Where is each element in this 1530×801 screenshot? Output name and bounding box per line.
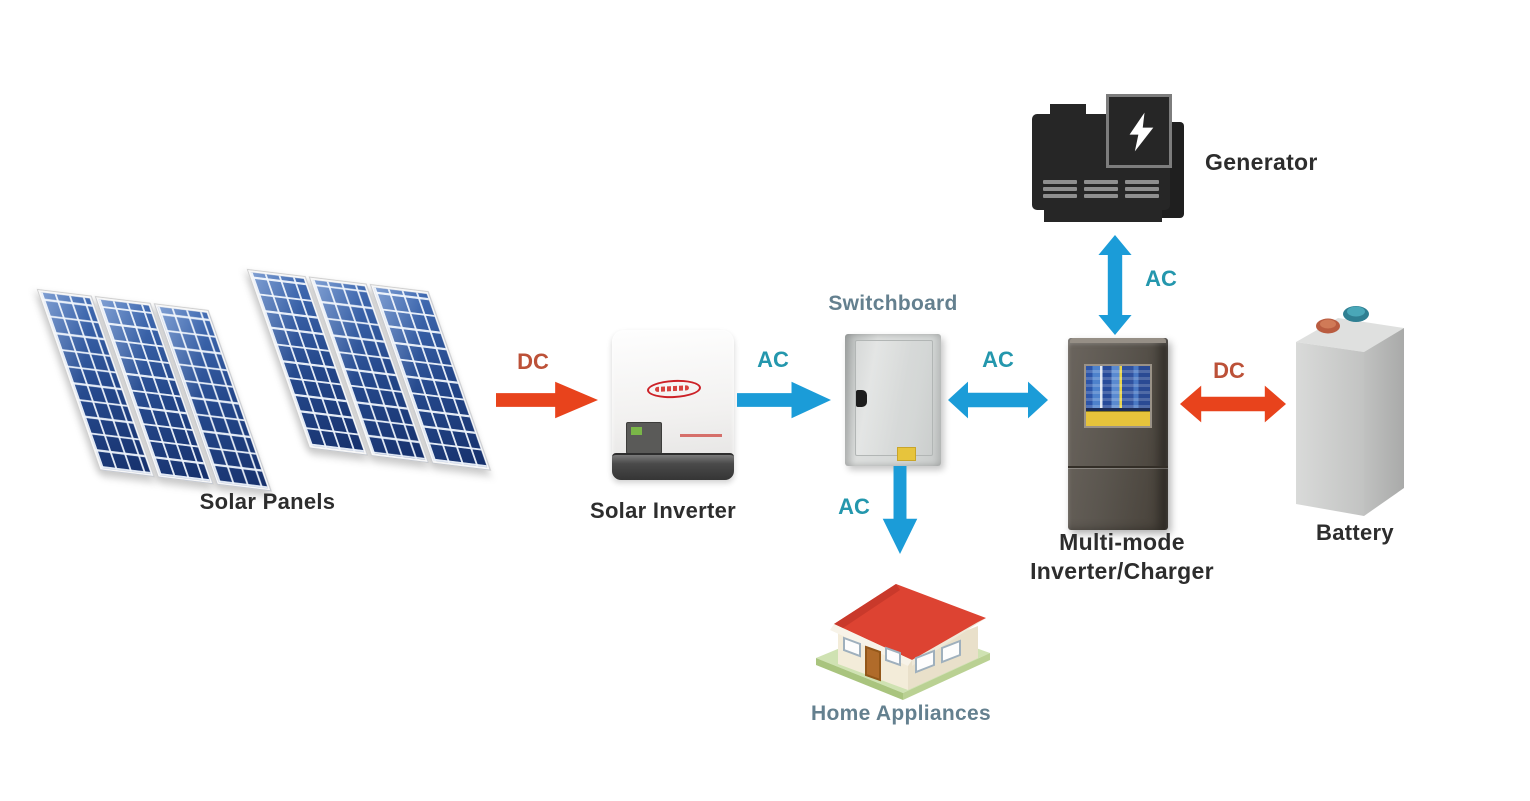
generator-icon xyxy=(1030,92,1196,228)
ac-arrow-inverter-to-switchboard xyxy=(737,381,831,419)
switchboard-warning-tag xyxy=(897,447,916,461)
inverter-display-led xyxy=(631,427,642,435)
solar-inverter-icon xyxy=(612,330,734,480)
generator-top-tab xyxy=(1050,104,1086,116)
multimode-screen-label-strip xyxy=(1086,411,1150,426)
ac-arrow-switchboard-multimode xyxy=(948,381,1048,419)
inverter-brand-mark xyxy=(654,385,690,392)
dc-flow-label: DC xyxy=(517,349,549,374)
generator-vent xyxy=(1043,180,1078,198)
battery-icon xyxy=(1296,306,1404,516)
multimode-top-edge xyxy=(1070,338,1166,343)
switchboard-handle xyxy=(856,390,867,407)
home-appliances-icon xyxy=(816,584,990,700)
inverter-model-text xyxy=(680,434,722,437)
ac-arrow-generator-multimode xyxy=(1098,235,1132,335)
ac-arrow-switchboard-to-home xyxy=(882,466,918,554)
solar-panel-array-icon xyxy=(248,270,490,470)
ac-flow-label: AC xyxy=(757,347,789,372)
multimode-panel-seam xyxy=(1068,466,1168,468)
home-appliances-label: Home Appliances xyxy=(811,702,991,725)
switchboard-icon xyxy=(845,334,941,466)
solar-inverter-label: Solar Inverter xyxy=(589,498,737,523)
inverter-brand-logo xyxy=(646,378,702,400)
dc-arrow-panels-to-inverter xyxy=(496,381,598,419)
ac-flow-label: AC xyxy=(982,347,1014,372)
dc-arrow-multimode-battery xyxy=(1180,385,1286,423)
multi-mode-inverter-charger-icon xyxy=(1068,338,1168,530)
lightning-bolt-icon xyxy=(1106,94,1172,168)
ac-flow-label: AC xyxy=(838,494,870,519)
generator-vents xyxy=(1032,180,1170,198)
dc-flow-label: DC xyxy=(1213,358,1245,383)
solar-panels-label: Solar Panels xyxy=(199,489,336,514)
battery-label: Battery xyxy=(1316,520,1394,545)
multimode-label: Multi-mode Inverter/Charger xyxy=(1007,528,1237,586)
generator-base xyxy=(1044,210,1162,222)
generator-label: Generator xyxy=(1205,149,1318,175)
inverter-display xyxy=(626,422,662,454)
multimode-screen xyxy=(1086,366,1150,408)
generator-vent xyxy=(1083,180,1118,198)
multimode-label-line1: Multi-mode xyxy=(1059,529,1185,555)
generator-vent xyxy=(1124,180,1159,198)
inverter-base xyxy=(612,453,734,480)
multimode-label-line2: Inverter/Charger xyxy=(1030,558,1214,584)
switchboard-label: Switchboard xyxy=(828,292,958,315)
multimode-display xyxy=(1084,364,1152,428)
switchboard-door xyxy=(855,340,933,456)
solar-panel-array-icon xyxy=(38,290,271,491)
ac-flow-label: AC xyxy=(1145,266,1177,291)
